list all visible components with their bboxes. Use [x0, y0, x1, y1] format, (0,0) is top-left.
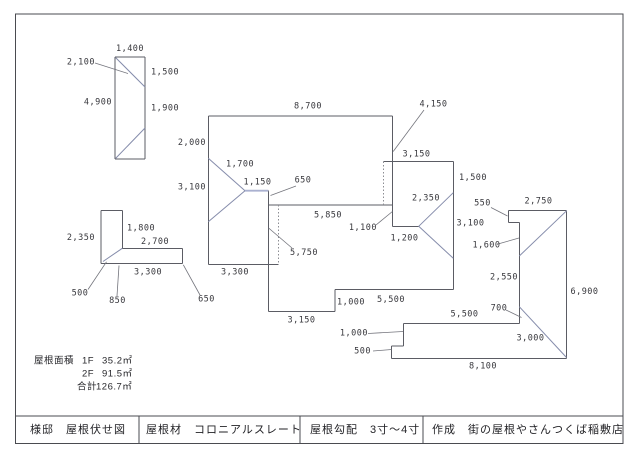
lines-leader: [87, 62, 522, 352]
dim-label: 6,900: [570, 287, 598, 297]
area-total-value: 126.7㎡: [96, 382, 132, 393]
leader-line: [182, 264, 201, 296]
dim-label: 5,500: [377, 295, 405, 305]
dimension-labels: 1,400 2,100 1,500 4,900 1,900 2,350 1,800 2,700…: [67, 44, 598, 372]
area-row-floor: 1F: [82, 356, 94, 367]
dim-label: 1,600: [472, 241, 500, 251]
dim-label: 3,300: [134, 268, 162, 278]
hip-line: [115, 57, 146, 88]
area-row-value: 91.5㎡: [102, 369, 133, 380]
dim-label: 3,150: [402, 150, 430, 160]
dim-label: 8,700: [294, 102, 322, 112]
dim-label: 3,150: [287, 316, 315, 326]
dim-label: 1,900: [151, 104, 179, 114]
dim-label: 550: [474, 199, 491, 209]
dim-label: 2,550: [490, 273, 518, 283]
dim-label: 2,700: [141, 237, 169, 247]
dim-label: 5,850: [314, 211, 342, 221]
dim-label: 3,100: [456, 219, 484, 229]
dim-label: 2,350: [67, 233, 95, 243]
dim-label: 3,300: [221, 268, 249, 278]
leader-line: [372, 349, 392, 352]
leader-line: [116, 265, 120, 297]
dim-label: 850: [109, 296, 126, 306]
hip-line: [418, 225, 454, 259]
leader-line: [505, 309, 522, 318]
dim-label: 8,100: [469, 362, 497, 372]
title-cell-material: 屋根材 コロニアルスレート: [146, 422, 302, 436]
lines-hip: [102, 57, 568, 358]
dim-label: 3,000: [516, 334, 544, 344]
dim-label: 1,500: [151, 68, 179, 78]
dim-label: 1,500: [459, 173, 487, 183]
dim-label: 2,000: [178, 138, 206, 148]
leader-line: [497, 237, 520, 245]
area-row-value: 35.2㎡: [102, 356, 133, 367]
dim-label: 4,150: [419, 100, 447, 110]
dim-label: 3,100: [178, 183, 206, 193]
dim-label: 1,400: [116, 44, 144, 54]
title-cell-drawing-name: 様邸 屋根伏せ図: [30, 422, 126, 436]
hip-line: [207, 157, 246, 192]
leader-line: [94, 62, 129, 74]
dim-label: 1,000: [340, 329, 368, 339]
dim-label: 1,000: [337, 298, 365, 308]
leader-line: [367, 331, 404, 334]
leader-line: [268, 227, 293, 249]
drawing-frame: [14, 13, 624, 445]
leader-line: [375, 211, 393, 226]
dim-label: 5,500: [450, 310, 478, 320]
dim-label: 1,100: [349, 223, 377, 233]
title-block: 様邸 屋根伏せ図 屋根材 コロニアルスレート 屋根勾配 3寸～4寸 作成 街の屋…: [15, 415, 624, 444]
hip-line: [518, 306, 567, 358]
hip-line: [207, 190, 246, 223]
area-summary-title: 屋根面積: [34, 355, 74, 367]
dim-label: 1,700: [226, 160, 254, 170]
hip-line: [518, 210, 568, 257]
dim-label: 2,100: [67, 58, 95, 68]
leader-line: [87, 261, 107, 290]
lines-solid: [100, 56, 568, 359]
hip-line: [115, 127, 146, 159]
dim-label: 500: [72, 289, 89, 299]
area-total-label: 合計: [77, 381, 97, 393]
dim-label: 1,150: [243, 178, 271, 188]
dim-label: 650: [295, 176, 312, 186]
area-row-floor: 2F: [82, 369, 94, 380]
hip-line: [418, 192, 454, 227]
dim-label: 4,900: [84, 98, 112, 108]
leader-line: [490, 207, 508, 217]
dim-label: 2,350: [412, 194, 440, 204]
dim-label: 2,750: [524, 197, 552, 207]
dim-label: 700: [491, 304, 508, 314]
lines-hidden: [277, 161, 384, 264]
dim-label: 650: [198, 295, 215, 305]
leader-line: [392, 109, 425, 152]
dim-label: 500: [354, 347, 371, 357]
dim-label: 1,800: [127, 224, 155, 234]
title-cell-pitch: 屋根勾配 3寸～4寸: [310, 422, 420, 436]
leader-line: [270, 185, 297, 196]
dim-label: 5,750: [290, 248, 318, 258]
dim-label: 1,200: [390, 234, 418, 244]
hip-line: [102, 247, 123, 262]
area-summary: 屋根面積 1F 35.2㎡ 2F 91.5㎡ 合計 126.7㎡: [34, 355, 133, 393]
title-cell-author: 作成 街の屋根やさんつくば稲敷店: [432, 422, 624, 436]
